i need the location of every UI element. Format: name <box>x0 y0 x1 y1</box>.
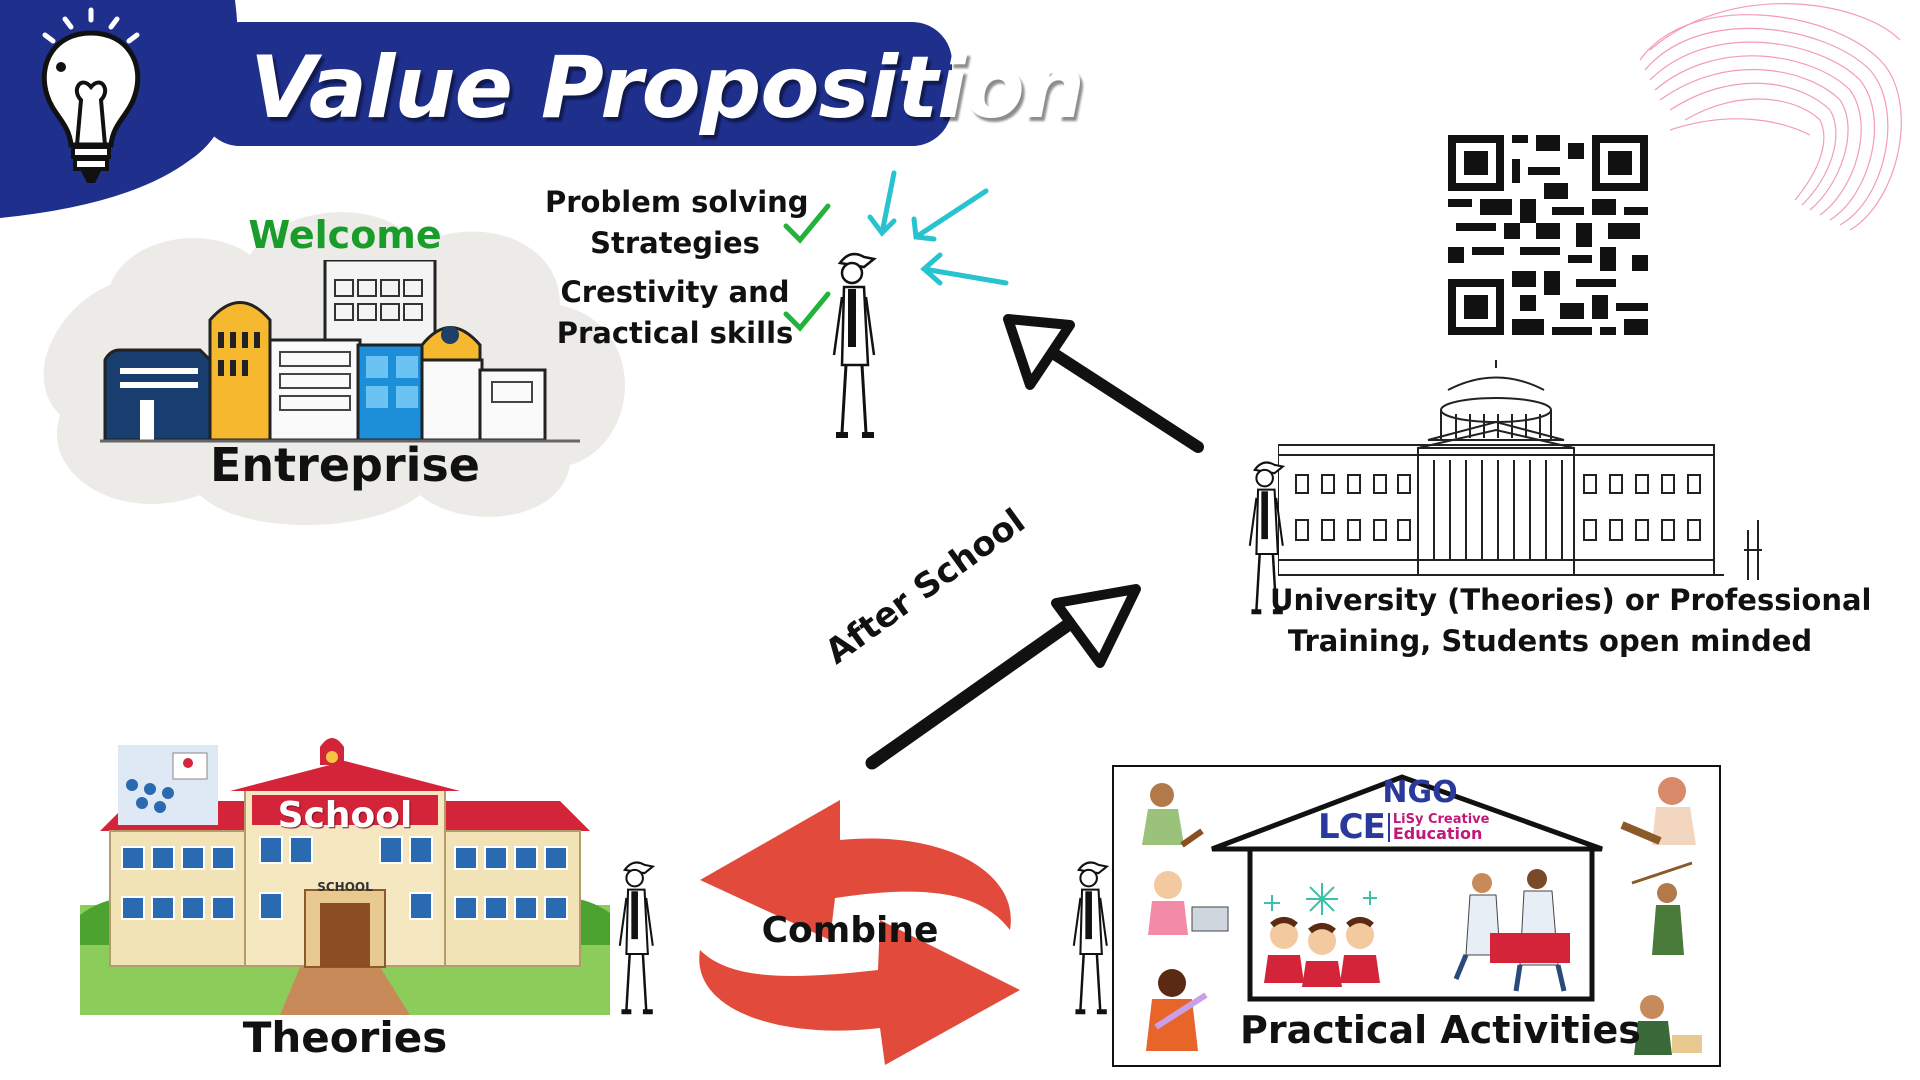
benefit-line-2: Strategies <box>590 226 760 260</box>
university-line-2: Training, Students open minded <box>1287 624 1813 658</box>
university-line-1: University (Theories) or Professional <box>1270 583 1872 617</box>
classroom-icon <box>118 745 218 825</box>
ngo-logo: LCE LiSy Creative Education <box>1318 806 1489 848</box>
decorative-ribbon <box>1639 3 1902 231</box>
university-building-illustration <box>1278 360 1762 580</box>
student-figure <box>1248 461 1286 615</box>
combine-cycle-arrows <box>699 800 1020 1065</box>
ngo-house-outline <box>1142 774 1702 1055</box>
school-sign: School <box>277 795 413 836</box>
attention-arrows-icon <box>867 170 1009 286</box>
ngo-logo-right-bottom: Education <box>1392 823 1483 843</box>
benefit-line-3: Crestivity and <box>560 275 790 309</box>
checkmark-icon <box>783 203 831 244</box>
ngo-logo-left: LCE <box>1318 807 1386 847</box>
qr-code[interactable] <box>1448 135 1648 335</box>
combine-label: Combine <box>761 910 939 951</box>
city-buildings-illustration <box>100 260 580 443</box>
school-building-illustration <box>80 738 610 1015</box>
enterprise-label: Entreprise <box>209 438 480 492</box>
student-figure <box>832 252 877 438</box>
ngo-name: NGO <box>1382 775 1458 810</box>
school-small-sign: SCHOOL <box>317 880 373 894</box>
checkmark-icon <box>783 291 831 332</box>
theories-label: Theories <box>242 1013 448 1062</box>
lightbulb-icon <box>25 5 155 190</box>
student-figure <box>618 861 656 1015</box>
welcome-text: Welcome <box>248 213 442 257</box>
practical-activities-label: Practical Activities <box>1240 1008 1641 1052</box>
arrow-after-school <box>865 584 1141 770</box>
arrow-to-benefits <box>1003 314 1204 453</box>
benefit-line-4: Practical skills <box>556 316 794 350</box>
benefit-line-1: Problem solving <box>545 185 809 219</box>
student-figure <box>1072 861 1110 1015</box>
page-title: Value Proposition <box>250 38 1085 138</box>
ngo-logo-right-top: LiSy Creative <box>1392 811 1490 827</box>
